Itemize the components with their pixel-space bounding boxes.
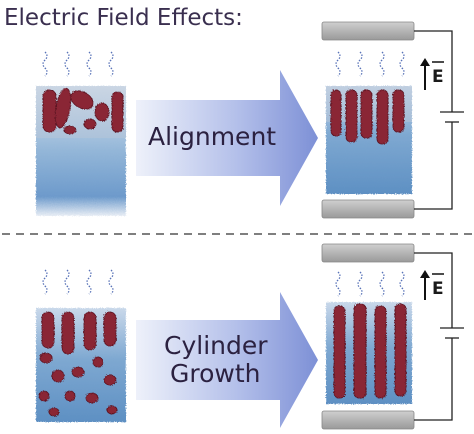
- bottom-electrode-lower: [321, 410, 415, 430]
- top-electrode-upper: [321, 21, 415, 41]
- bottom-electrode-upper: [321, 243, 415, 263]
- top-electrode-lower: [321, 199, 415, 219]
- field-arrow-top: E: [420, 58, 444, 90]
- alignment-label: Alignment: [148, 122, 276, 151]
- field-label-top: E: [432, 67, 444, 87]
- diagram-title: Electric Field Effects:: [4, 5, 243, 31]
- growth-arrow: Cylinder Growth: [136, 292, 318, 428]
- growth-label-line2: Growth: [170, 359, 261, 388]
- growth-label-line1: Cylinder: [164, 331, 268, 360]
- alignment-panel: Alignment: [36, 21, 464, 219]
- vapor-lines-left-bottom: [42, 269, 114, 295]
- circuit-top: [414, 30, 464, 210]
- vapor-lines-right-bottom: [335, 271, 405, 297]
- vapor-lines-right-top: [335, 51, 405, 77]
- film-before-growth: [36, 308, 126, 422]
- field-arrow-bottom: E: [420, 270, 444, 300]
- film-before-alignment: [36, 86, 126, 216]
- film-after-growth: [326, 302, 412, 404]
- vapor-lines-left-top: [42, 51, 114, 77]
- growth-panel: Cylinder Growth E: [36, 243, 464, 430]
- circuit-bottom: [414, 252, 464, 421]
- alignment-arrow: Alignment: [136, 70, 318, 206]
- film-after-alignment: [326, 86, 412, 194]
- field-label-bottom: E: [432, 279, 444, 299]
